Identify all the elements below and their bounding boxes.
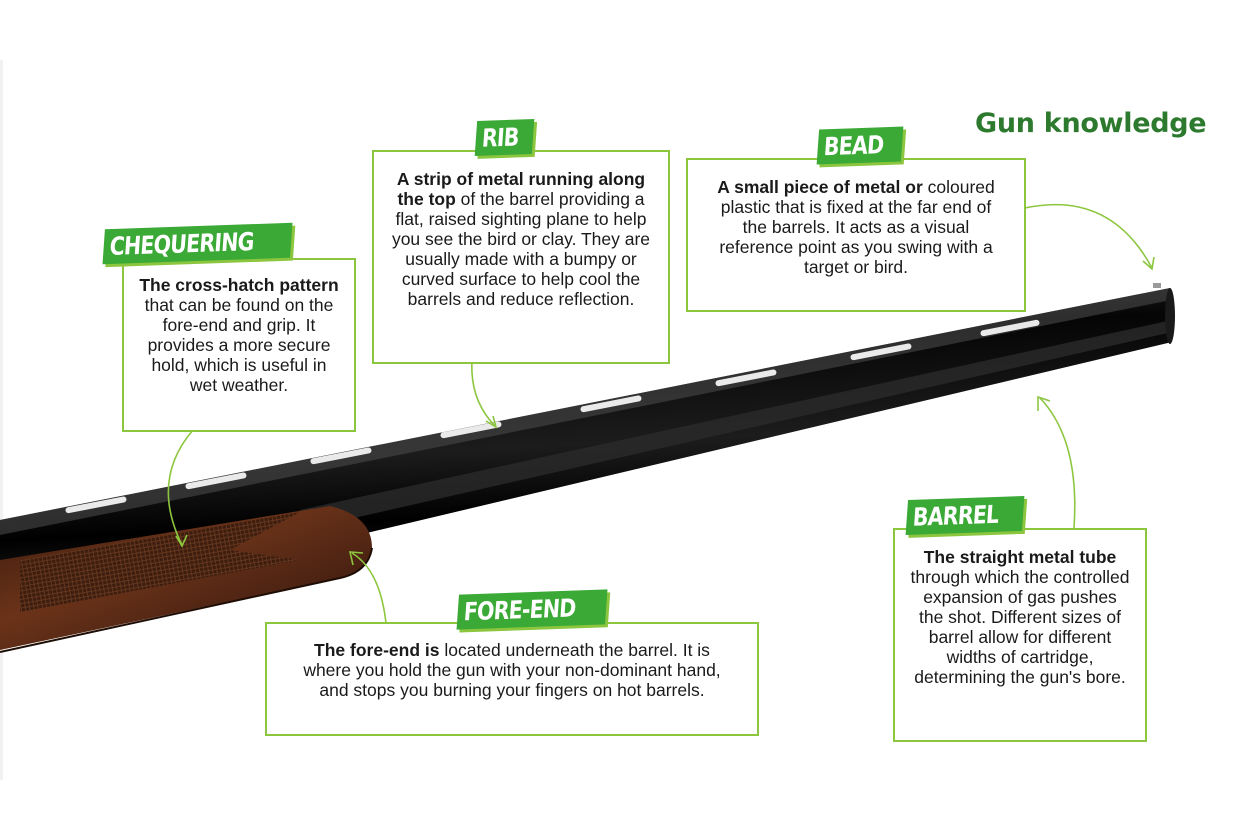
fore-end-bold: The fore-end is	[314, 640, 440, 660]
pointer-lines	[167, 203, 1155, 624]
barrel-description: The straight metal tube through which th…	[893, 528, 1147, 742]
rib-vents	[65, 319, 1040, 514]
rib-tag: RIB	[474, 119, 534, 156]
bead-text: coloured plastic that is fixed at the fa…	[719, 177, 995, 277]
fore-end-tag: FORE-END	[456, 589, 608, 630]
bead-description: A small piece of metal or coloured plast…	[686, 158, 1026, 312]
chequering-text: that can be found on the fore-end and gr…	[144, 295, 334, 395]
fore-end-text: located underneath the barrel. It is whe…	[303, 640, 721, 700]
barrel-bold: The straight metal tube	[923, 547, 1117, 567]
chequering-description: The cross-hatch pattern that can be foun…	[122, 258, 356, 432]
muzzle	[1153, 283, 1175, 344]
chequering-bold: The cross-hatch pattern	[139, 275, 339, 295]
chequering-tag: CHEQUERING	[102, 222, 293, 265]
fore-end-description: The fore-end is located underneath the b…	[265, 622, 759, 736]
rib-bold: A strip of metal running along the top	[396, 169, 646, 209]
barrel-text: through which the controlled expansion o…	[910, 567, 1130, 687]
bead-bold: A small piece of metal or	[717, 177, 923, 197]
barrel-tag: BARREL	[905, 495, 1025, 536]
rib-text: of the barrel providing a flat, raised s…	[391, 189, 651, 309]
bead-tag: BEAD	[816, 126, 904, 165]
fore-end-wood	[0, 506, 373, 653]
page-edge	[0, 60, 3, 780]
page-title: Gun knowledge	[975, 108, 1207, 139]
rib-description: A strip of metal running along the top o…	[372, 150, 670, 364]
